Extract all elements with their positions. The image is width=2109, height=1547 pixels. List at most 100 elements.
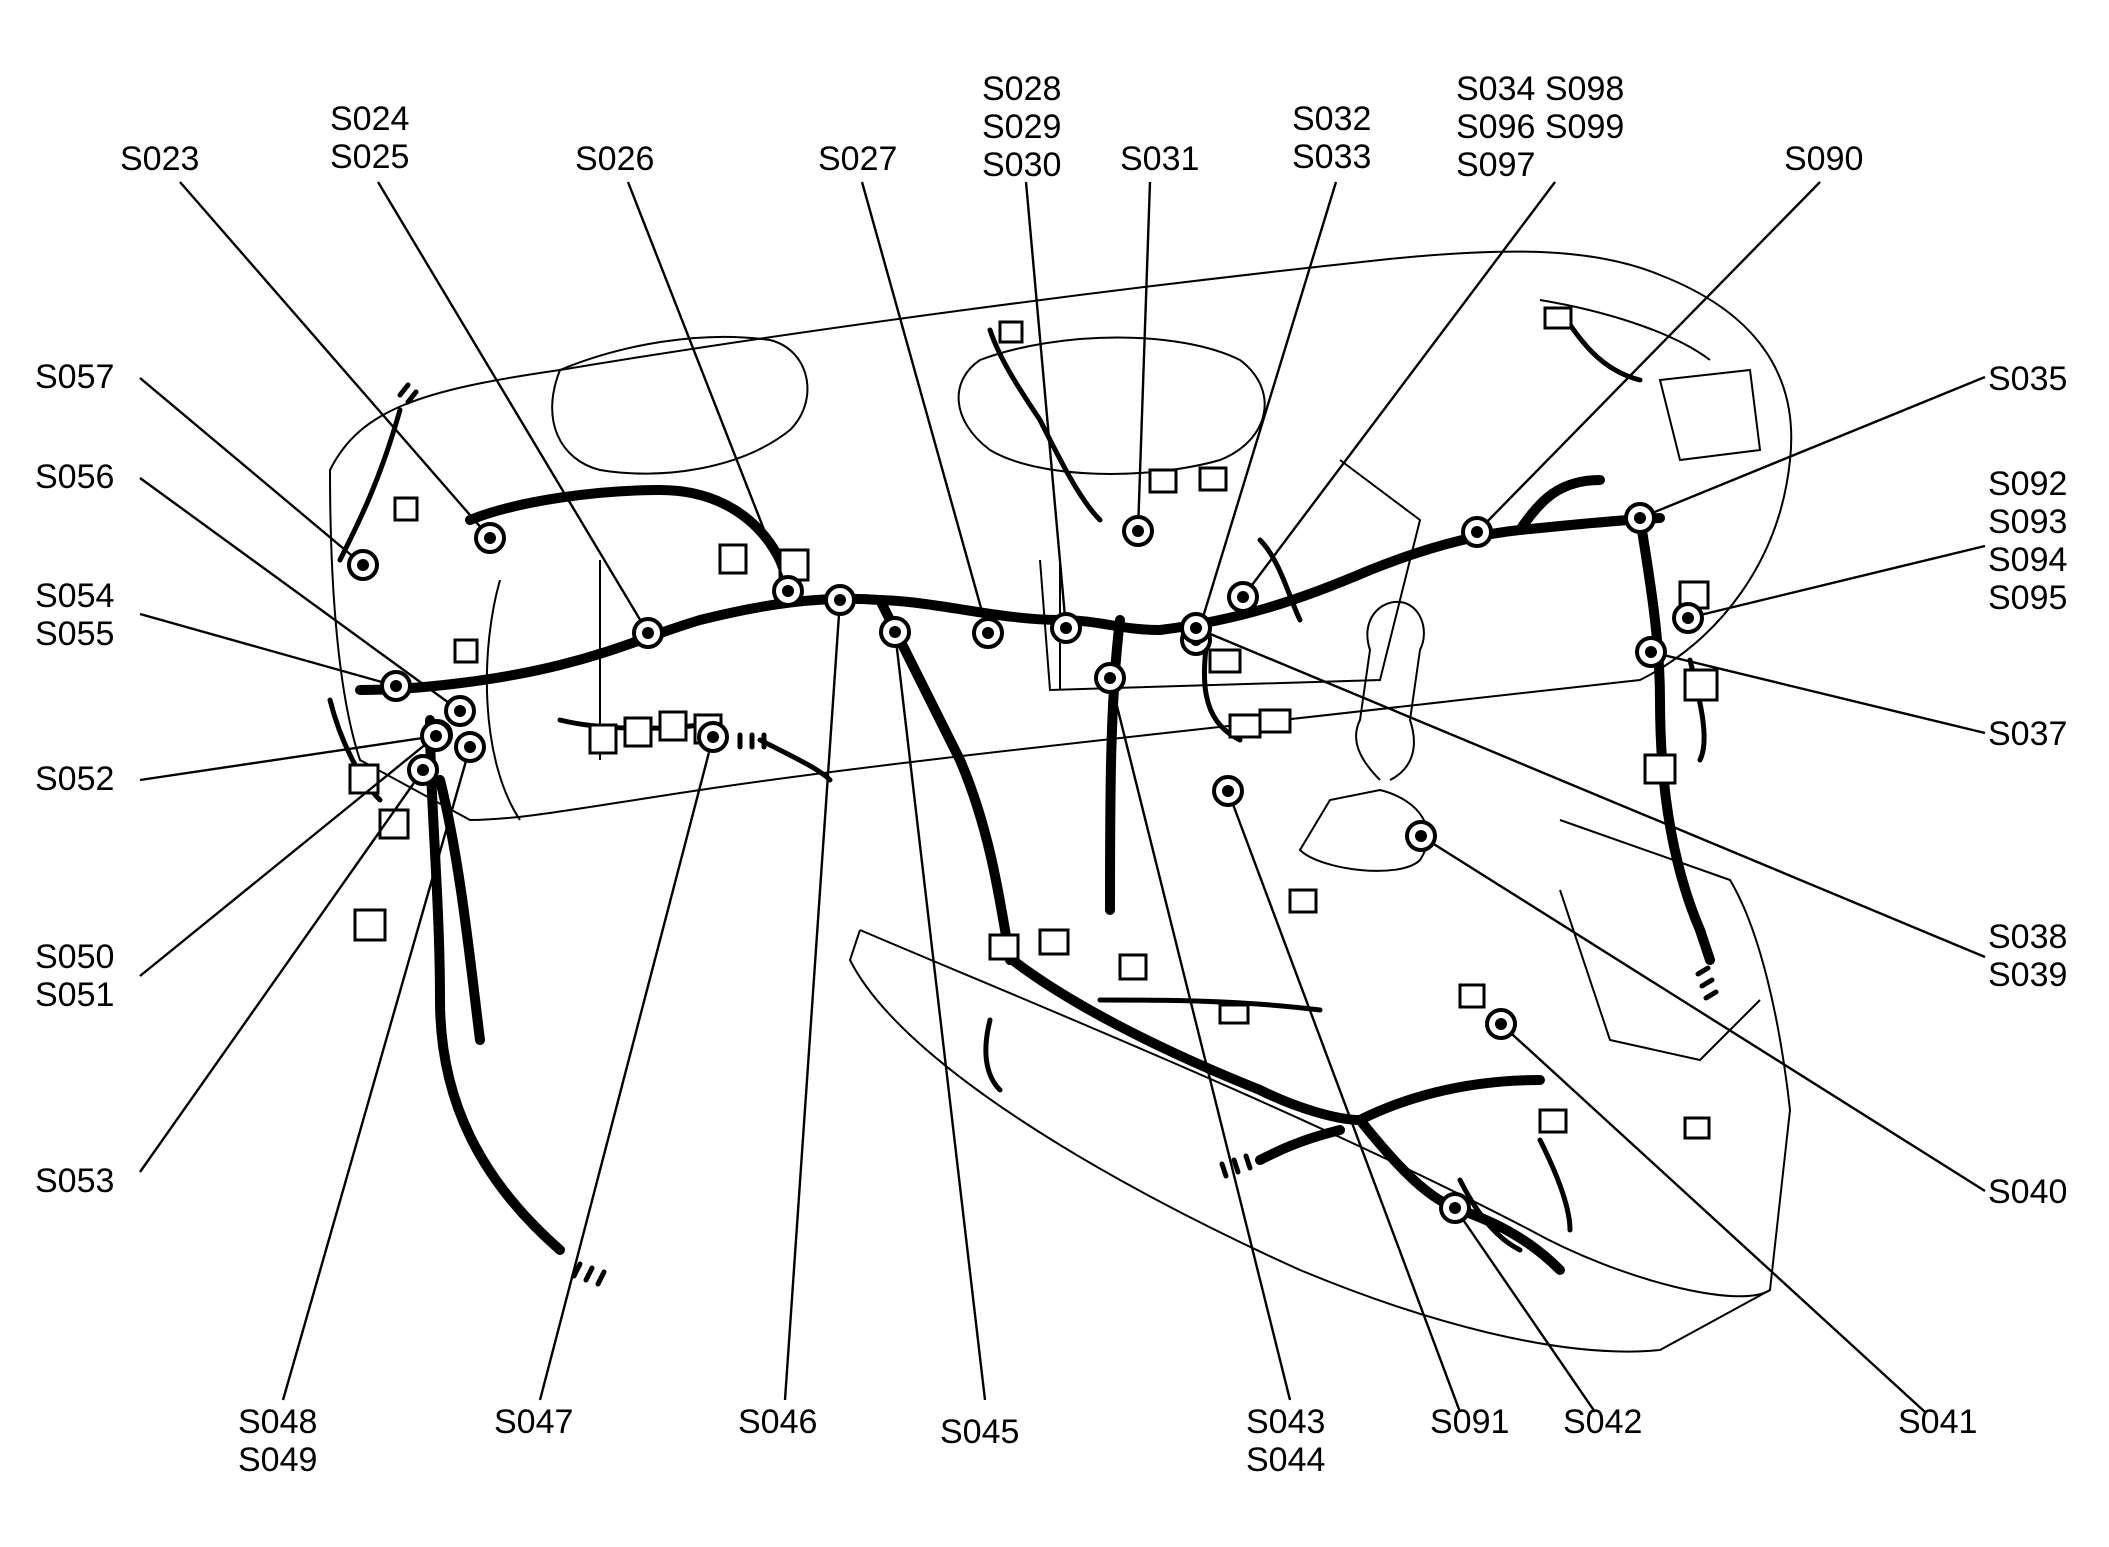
splice-core-s043-s044 bbox=[1104, 672, 1116, 684]
leader-s031 bbox=[1136, 181, 1152, 532]
splice-markers bbox=[347, 502, 1704, 1224]
splice-label-s042-line-1: S042 bbox=[1563, 1403, 1642, 1441]
leader-s092-s093-s094-s095 bbox=[1687, 544, 1986, 620]
splice-label-s092-s093-s094-s095-line-4: S095 bbox=[1988, 579, 2067, 617]
connector-18 bbox=[1643, 753, 1677, 785]
connector-1 bbox=[393, 496, 419, 522]
splice-core-s041 bbox=[1495, 1018, 1507, 1030]
splice-label-s052-line-1: S052 bbox=[35, 760, 114, 798]
splice-label-s090-line-1: S090 bbox=[1784, 140, 1863, 178]
splice-label-s054-s055-line-1: S054 bbox=[35, 577, 114, 615]
connector-22 bbox=[1218, 1003, 1250, 1025]
splice-label-s032-s033-line-2: S033 bbox=[1292, 138, 1371, 176]
leader-s034-s098-s096-s099-s097 bbox=[1242, 181, 1556, 598]
splice-core-s056 bbox=[454, 705, 466, 717]
splice-label-s038-s039-line-2: S039 bbox=[1988, 956, 2067, 994]
leader-s027 bbox=[860, 181, 990, 634]
splice-core-s052 bbox=[430, 730, 442, 742]
splice-core-s090 bbox=[1471, 526, 1483, 538]
leader-s053 bbox=[139, 769, 424, 1173]
splice-label-s056-line-1: S056 bbox=[35, 458, 114, 496]
connector-21 bbox=[1118, 953, 1148, 981]
splice-label-s040-line-1: S040 bbox=[1988, 1173, 2067, 1211]
splice-core-s037 bbox=[1645, 646, 1657, 658]
splice-core-s034-s098-s096-s099-s097 bbox=[1237, 591, 1249, 603]
connector-24 bbox=[1538, 1108, 1568, 1134]
splice-core-s038-s039 bbox=[1190, 622, 1202, 634]
connector-7 bbox=[718, 543, 748, 575]
leader-s043-s044 bbox=[1108, 677, 1292, 1401]
leader-s041 bbox=[1500, 1023, 1926, 1413]
connectors bbox=[348, 306, 1719, 1140]
connector-17 bbox=[1683, 668, 1719, 702]
leader-s057 bbox=[139, 377, 364, 566]
leader-s040 bbox=[1420, 834, 1986, 1193]
splice-core-s053 bbox=[417, 764, 429, 776]
splice-core-s027 bbox=[982, 627, 994, 639]
connector-5 bbox=[658, 710, 688, 742]
splice-label-s048-s049-line-2: S049 bbox=[238, 1441, 317, 1479]
splice-core-s040 bbox=[1415, 830, 1427, 842]
leader-s035 bbox=[1639, 375, 1986, 520]
splice-core-s042 bbox=[1449, 1202, 1461, 1214]
connector-11 bbox=[1198, 466, 1228, 492]
splice-label-s034-s098-s096-s099-s097-line-1: S034 S098 bbox=[1456, 70, 1624, 108]
leader-s090 bbox=[1476, 181, 1821, 533]
splice-label-s023-line-1: S023 bbox=[120, 140, 199, 178]
branch-wires bbox=[327, 307, 1707, 1253]
splice-label-s045-line-1: S045 bbox=[940, 1413, 1019, 1451]
splice-core-s023 bbox=[484, 532, 496, 544]
leader-s046 bbox=[783, 599, 842, 1401]
splice-label-s024-s025-line-1: S024 bbox=[330, 100, 409, 138]
splice-label-s041-line-1: S041 bbox=[1898, 1403, 1977, 1441]
splice-label-s048-s049-line-1: S048 bbox=[238, 1403, 317, 1441]
connector-3 bbox=[588, 723, 618, 755]
splice-label-s047-line-1: S047 bbox=[494, 1403, 573, 1441]
splice-label-s028-s029-s030-line-3: S030 bbox=[982, 146, 1061, 184]
connector-23 bbox=[1458, 983, 1486, 1009]
splice-label-s035-line-1: S035 bbox=[1988, 360, 2067, 398]
splice-label-s054-s055-line-2: S055 bbox=[35, 615, 114, 653]
leader-s050-s051 bbox=[139, 734, 438, 977]
splice-label-s038-s039-line-1: S038 bbox=[1988, 918, 2067, 956]
splice-label-s028-s029-s030-line-2: S029 bbox=[982, 108, 1061, 146]
splice-label-s031-line-1: S031 bbox=[1120, 140, 1199, 178]
splice-core-s057 bbox=[357, 559, 369, 571]
splice-label-s050-s051-line-2: S051 bbox=[35, 976, 114, 1014]
connector-28 bbox=[353, 908, 387, 942]
connector-14 bbox=[1258, 708, 1292, 734]
splice-label-s034-s098-s096-s099-s097-line-2: S096 S099 bbox=[1456, 108, 1624, 146]
leader-s056 bbox=[139, 477, 461, 712]
callout-leaders bbox=[139, 181, 1986, 1413]
splice-label-s028-s029-s030-line-1: S028 bbox=[982, 70, 1061, 108]
splice-label-s053-line-1: S053 bbox=[35, 1162, 114, 1200]
splice-label-s043-s044-line-1: S043 bbox=[1246, 1403, 1325, 1441]
leader-s047 bbox=[538, 736, 715, 1401]
leader-s026 bbox=[626, 181, 790, 592]
splice-core-s054-s055 bbox=[390, 680, 402, 692]
leader-s054-s055 bbox=[139, 612, 397, 688]
leader-s032-s033 bbox=[1194, 181, 1338, 641]
leader-s023 bbox=[179, 181, 491, 539]
splice-core-s091 bbox=[1222, 785, 1234, 797]
leader-s045 bbox=[893, 631, 987, 1401]
leader-s052 bbox=[139, 734, 437, 782]
splice-label-s050-s051-line-1: S050 bbox=[35, 938, 114, 976]
splice-core-s035 bbox=[1634, 512, 1646, 524]
splice-core-s045 bbox=[889, 626, 901, 638]
splice-label-s032-s033-line-1: S032 bbox=[1292, 100, 1371, 138]
leader-s042 bbox=[1454, 1207, 1596, 1413]
leader-s028-s029-s030 bbox=[1024, 181, 1068, 629]
connector-15 bbox=[1543, 306, 1573, 330]
connector-26 bbox=[348, 763, 380, 795]
splice-core-s028-s029-s030 bbox=[1060, 622, 1072, 634]
connector-19 bbox=[988, 933, 1020, 961]
splice-core-s047 bbox=[707, 731, 719, 743]
connector-25 bbox=[1683, 1116, 1711, 1140]
continuation-marks bbox=[397, 382, 1719, 1287]
splice-core-s048-s049 bbox=[464, 741, 476, 753]
splice-label-s034-s098-s096-s099-s097-line-3: S097 bbox=[1456, 146, 1535, 184]
connector-10 bbox=[1148, 468, 1178, 494]
